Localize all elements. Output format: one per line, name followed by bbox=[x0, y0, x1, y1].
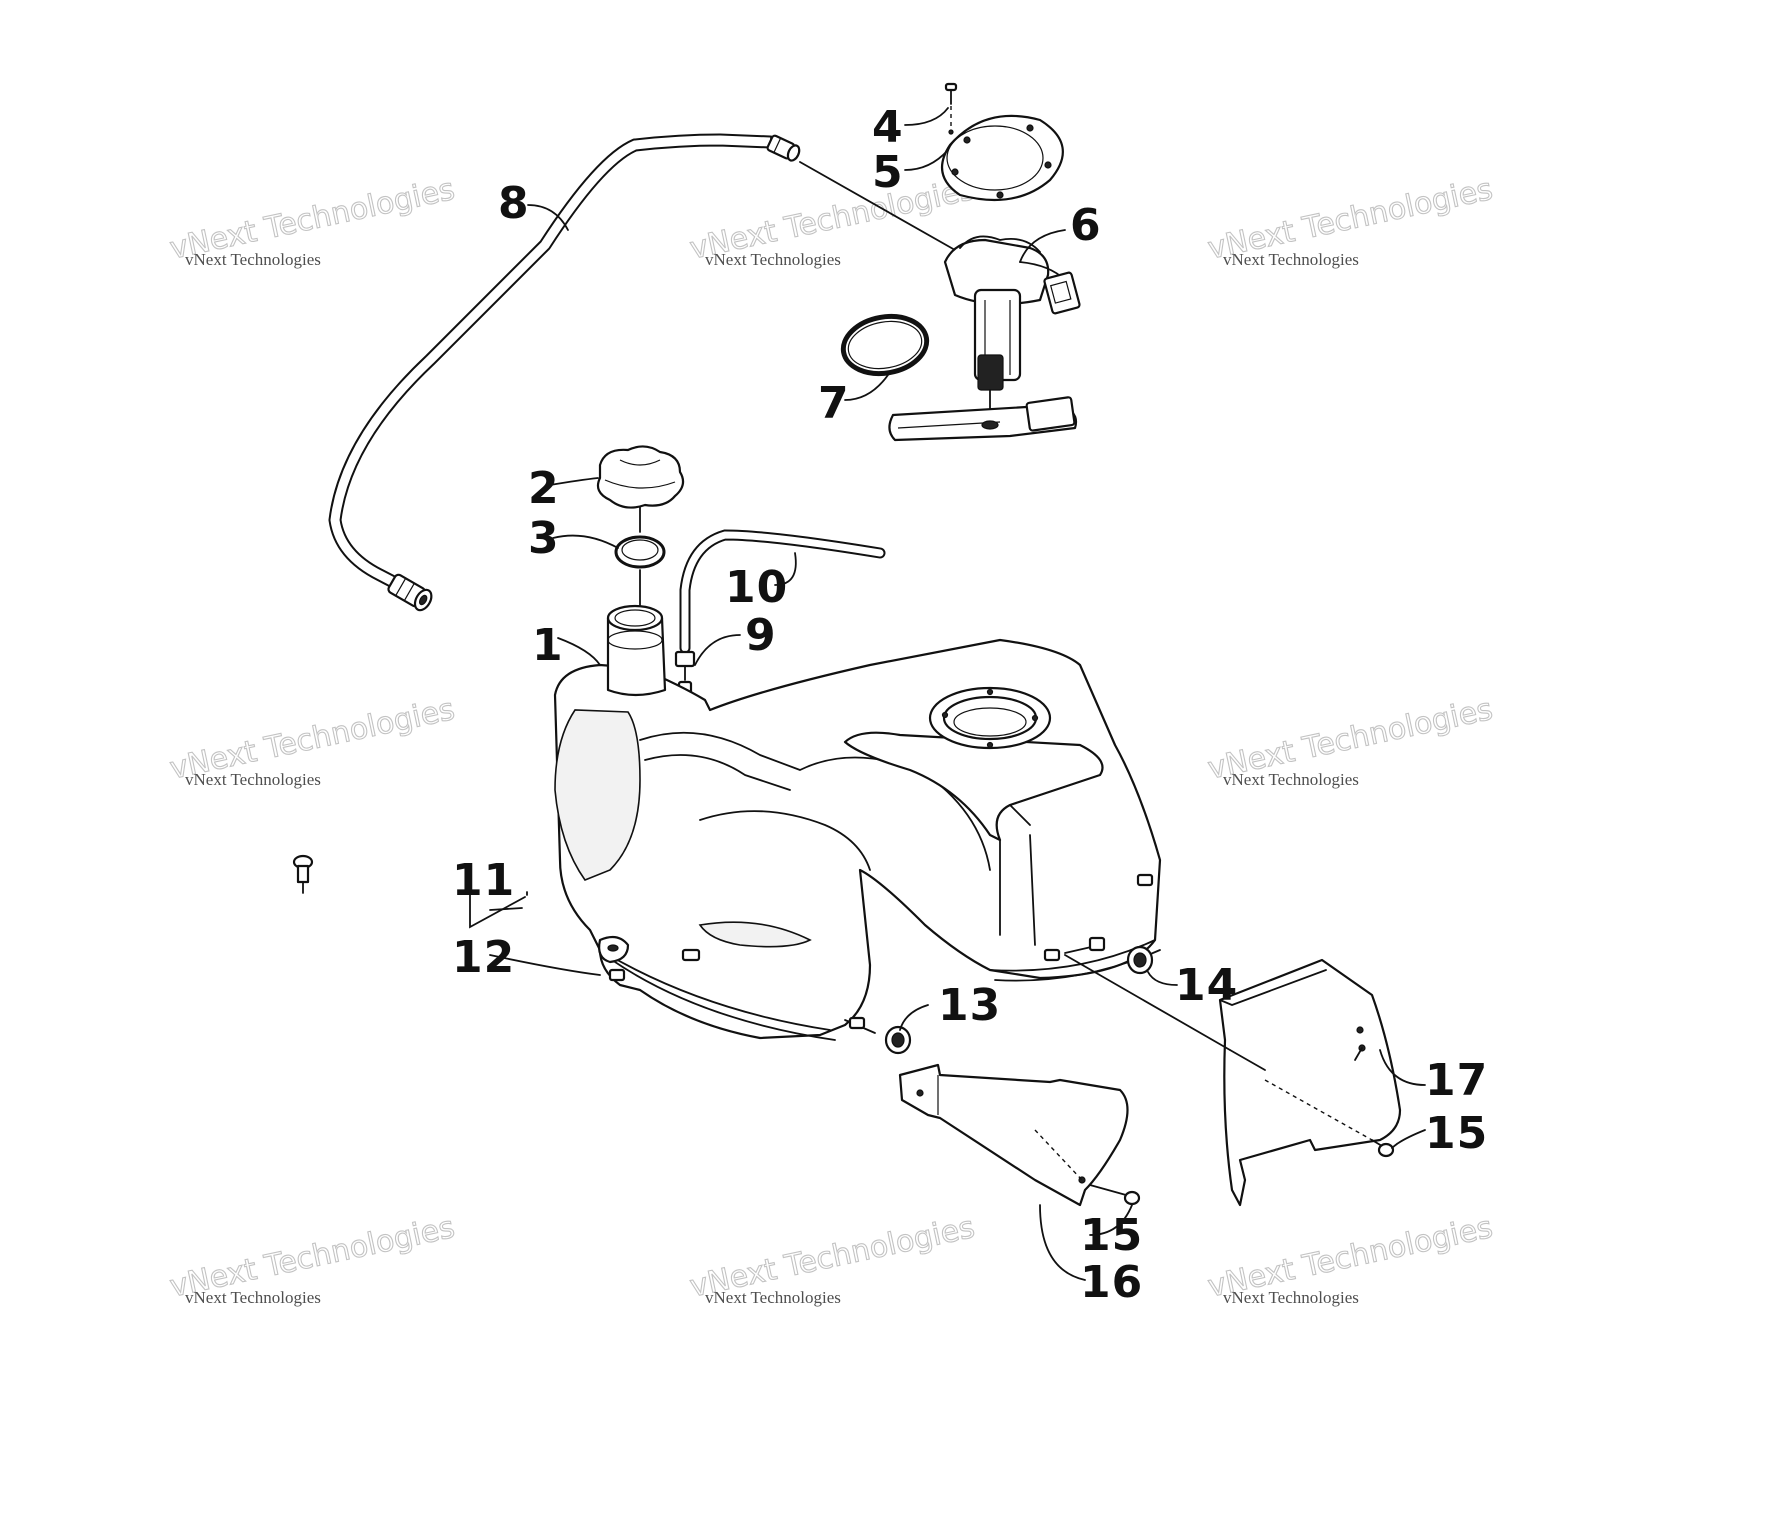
callout-leaders bbox=[489, 107, 1426, 1281]
callout-4: 4 bbox=[872, 102, 904, 153]
stud bbox=[1043, 948, 1061, 962]
svg-text:vNext Technologies: vNext Technologies bbox=[1223, 770, 1359, 789]
screw bbox=[1371, 1139, 1395, 1158]
leader-line bbox=[844, 374, 889, 401]
pump-flange-plate bbox=[940, 114, 1064, 202]
leader-line bbox=[899, 1004, 929, 1031]
leader-line bbox=[1147, 971, 1178, 986]
filler-gasket bbox=[614, 535, 666, 569]
heat-shield-right bbox=[1218, 958, 1402, 1207]
callout-15: 15 bbox=[1080, 1210, 1143, 1261]
callout-10: 10 bbox=[725, 562, 788, 613]
watermark: vNext Technologies vNext Technologies bbox=[686, 171, 978, 269]
callout-9: 9 bbox=[745, 610, 777, 661]
pump-o-ring bbox=[840, 313, 930, 377]
callout-8: 8 bbox=[498, 178, 530, 229]
stud bbox=[681, 948, 701, 962]
callout-1: 1 bbox=[532, 620, 564, 671]
fuel-line-hose bbox=[328, 133, 956, 612]
screw bbox=[944, 82, 958, 135]
svg-text:vNext Technologies: vNext Technologies bbox=[705, 1288, 841, 1307]
leader-line bbox=[557, 637, 601, 666]
callout-2: 2 bbox=[528, 463, 560, 514]
svg-text:vNext Technologies: vNext Technologies bbox=[1223, 250, 1359, 269]
leader-line bbox=[1379, 1049, 1426, 1086]
leader-line bbox=[694, 634, 741, 666]
leader-line bbox=[1039, 1204, 1086, 1281]
heat-shield-left bbox=[898, 1063, 1129, 1207]
leader-line bbox=[904, 149, 949, 171]
watermark: vNext Technologies vNext Technologies bbox=[1204, 1209, 1496, 1307]
callout-17: 17 bbox=[1425, 1055, 1488, 1106]
fuel-pump-assembly bbox=[888, 235, 1081, 442]
watermark: vNext Technologies vNext Technologies bbox=[166, 691, 458, 789]
leader-line bbox=[1064, 954, 1231, 1051]
svg-text:vNext Technologies: vNext Technologies bbox=[1223, 1288, 1359, 1307]
watermark: vNext Technologies vNext Technologies bbox=[686, 1209, 978, 1307]
nut bbox=[608, 968, 626, 982]
screw bbox=[1089, 1184, 1141, 1206]
callout-13: 13 bbox=[938, 980, 1001, 1031]
leader-line bbox=[774, 552, 797, 586]
leader-line bbox=[1089, 1204, 1133, 1236]
leader-line bbox=[1229, 1049, 1266, 1071]
svg-text:vNext Technologies: vNext Technologies bbox=[705, 250, 841, 269]
leader-line bbox=[489, 954, 601, 976]
watermark: vNext Technologies vNext Technologies bbox=[1204, 691, 1496, 789]
leader-line bbox=[799, 161, 956, 251]
svg-text:vNext Technologies: vNext Technologies bbox=[185, 1288, 321, 1307]
watermark: vNext Technologies vNext Technologies bbox=[166, 171, 458, 269]
leader-line bbox=[489, 907, 523, 911]
watermark: vNext Technologies vNext Technologies bbox=[166, 1209, 458, 1307]
electrical-connector bbox=[1043, 271, 1081, 315]
push-rivet bbox=[292, 854, 528, 929]
hose-connector bbox=[766, 134, 801, 162]
grommet bbox=[1126, 945, 1154, 975]
watermark: vNext Technologies vNext Technologies bbox=[1204, 171, 1496, 269]
callout-6: 6 bbox=[1070, 200, 1102, 251]
leader-line bbox=[1391, 1129, 1426, 1149]
callout-14: 14 bbox=[1175, 960, 1238, 1011]
callout-3: 3 bbox=[528, 513, 560, 564]
callout-11: 11 bbox=[452, 855, 515, 906]
vent-hose bbox=[679, 529, 886, 654]
leader-line bbox=[549, 477, 599, 486]
leader-line bbox=[527, 204, 569, 231]
leader-line bbox=[904, 107, 949, 126]
leader-line bbox=[1034, 1129, 1083, 1181]
callout-numbers: 1 2 3 4 5 6 7 8 9 10 11 12 13 14 15 15 1… bbox=[452, 102, 1488, 1308]
stud bbox=[1136, 873, 1154, 887]
leader-line bbox=[552, 534, 619, 549]
fuel-tank bbox=[553, 604, 1162, 1041]
callout-7: 7 bbox=[818, 378, 850, 429]
svg-text:vNext Technologies: vNext Technologies bbox=[185, 770, 321, 789]
grommet bbox=[884, 1025, 912, 1055]
leader-line bbox=[1019, 229, 1066, 263]
svg-text:vNext Technologies: vNext Technologies bbox=[185, 250, 321, 269]
callout-16: 16 bbox=[1080, 1257, 1143, 1308]
quick-connector bbox=[387, 573, 433, 612]
callout-15: 15 bbox=[1425, 1108, 1488, 1159]
callout-12: 12 bbox=[452, 932, 515, 983]
fuel-cap bbox=[596, 445, 685, 509]
callout-5: 5 bbox=[872, 147, 904, 198]
